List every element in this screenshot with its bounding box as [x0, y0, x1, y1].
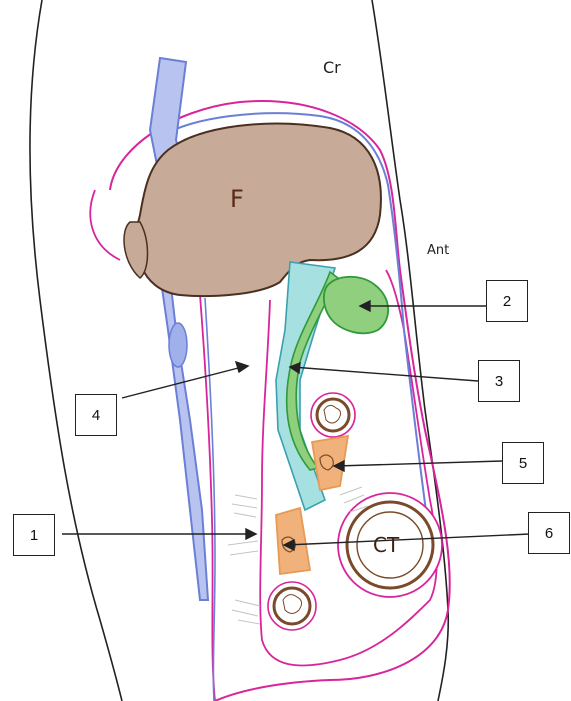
liver-f: [136, 124, 381, 296]
gut-loop-lower: [268, 582, 316, 630]
callout-box-1: 1: [13, 514, 55, 556]
label-ct: CT: [373, 533, 399, 557]
arrow-3-line: [292, 367, 478, 381]
label-f: F: [230, 185, 244, 213]
callout-box-5: 5: [502, 442, 544, 484]
label-cr-top: Cr: [323, 58, 341, 77]
blue-inner-lining: [205, 298, 215, 701]
gallbladder: [324, 277, 388, 333]
callout-box-4: 4: [75, 394, 117, 436]
callout-box-6: 6: [528, 512, 570, 554]
liver-left-lobe: [124, 222, 147, 278]
callout-box-3: 3: [478, 360, 520, 402]
callout-box-2: 2: [486, 280, 528, 322]
vessel-lumen-oval: [169, 323, 187, 367]
body-wall-left: [30, 0, 122, 701]
arrow-1-head: [246, 529, 256, 539]
label-ant: Ant: [427, 243, 449, 258]
gut-loop-upper: [311, 393, 355, 437]
arrow-4-head: [236, 362, 248, 372]
